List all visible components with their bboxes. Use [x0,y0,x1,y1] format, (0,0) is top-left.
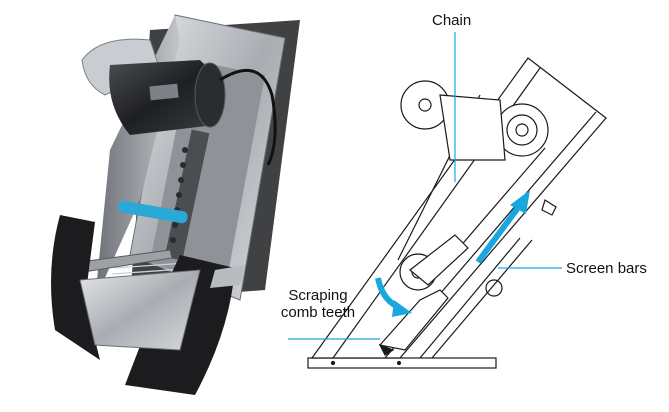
upward-arrow-head [510,190,530,214]
bottom-trough [79,269,201,351]
chain-label: Chain [432,12,472,29]
screen-bar-line [419,237,521,359]
drive-housing [439,94,506,161]
motion-arrows [375,190,530,317]
scraping-comb-label: Scraping comb teeth [258,287,378,321]
leader-lines [288,32,562,340]
chain-links [170,147,188,243]
roller-wheel [485,279,503,297]
base-bolt-right [396,360,402,366]
scraper-blade [378,289,449,351]
left-flare-plate [51,215,100,360]
screen-bars-label: Screen bars [566,260,647,277]
motor-nameplate [149,83,179,101]
curved-arrow-head [392,300,412,317]
scraping-comb-label-line1: Scraping [288,287,348,304]
scraping-comb-label-line2: comb teeth [280,304,356,321]
power-cable [219,69,277,166]
right-foot [210,265,245,288]
blue-shaft [118,200,188,224]
comb-tip [378,343,395,356]
side-bracket [541,199,557,216]
line-diagram [307,57,607,369]
upward-arrow-shaft [475,203,523,264]
bar-screen-photo [51,14,300,395]
base-rail [307,357,497,369]
base-bolt-left [330,360,336,366]
comb-arm-diagram [409,234,469,286]
motor-end-cap [194,62,226,128]
screen-bar-line-2 [431,239,533,359]
